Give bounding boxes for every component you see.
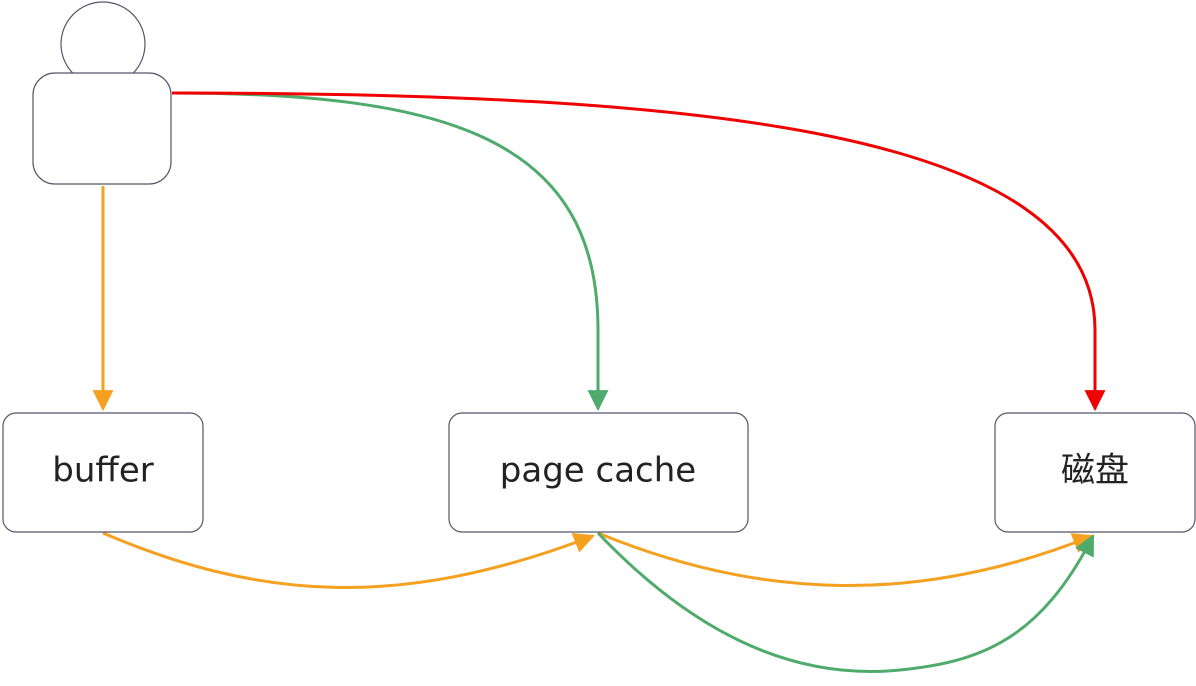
user-icon-body [32,72,172,185]
node-page-cache-box [448,412,749,533]
edge-page-cache-to-disk-green [596,531,1095,673]
node-disk: 磁盘 [994,412,1196,533]
node-buffer: buffer [2,412,204,533]
node-disk-box [994,412,1196,533]
user-icon [32,1,172,185]
node-buffer-box [2,412,204,533]
node-buffer-label: buffer [52,451,153,491]
node-disk-label: 磁盘 [1061,451,1129,491]
edge-buffer-to-page-cache [102,531,595,589]
edge-page-cache-to-disk-orange [597,531,1094,588]
edge-user-to-disk [171,91,1106,412]
node-page-cache-label: page cache [500,451,696,491]
edge-user-to-page-cache [171,91,609,412]
node-page-cache: page cache [448,412,749,533]
